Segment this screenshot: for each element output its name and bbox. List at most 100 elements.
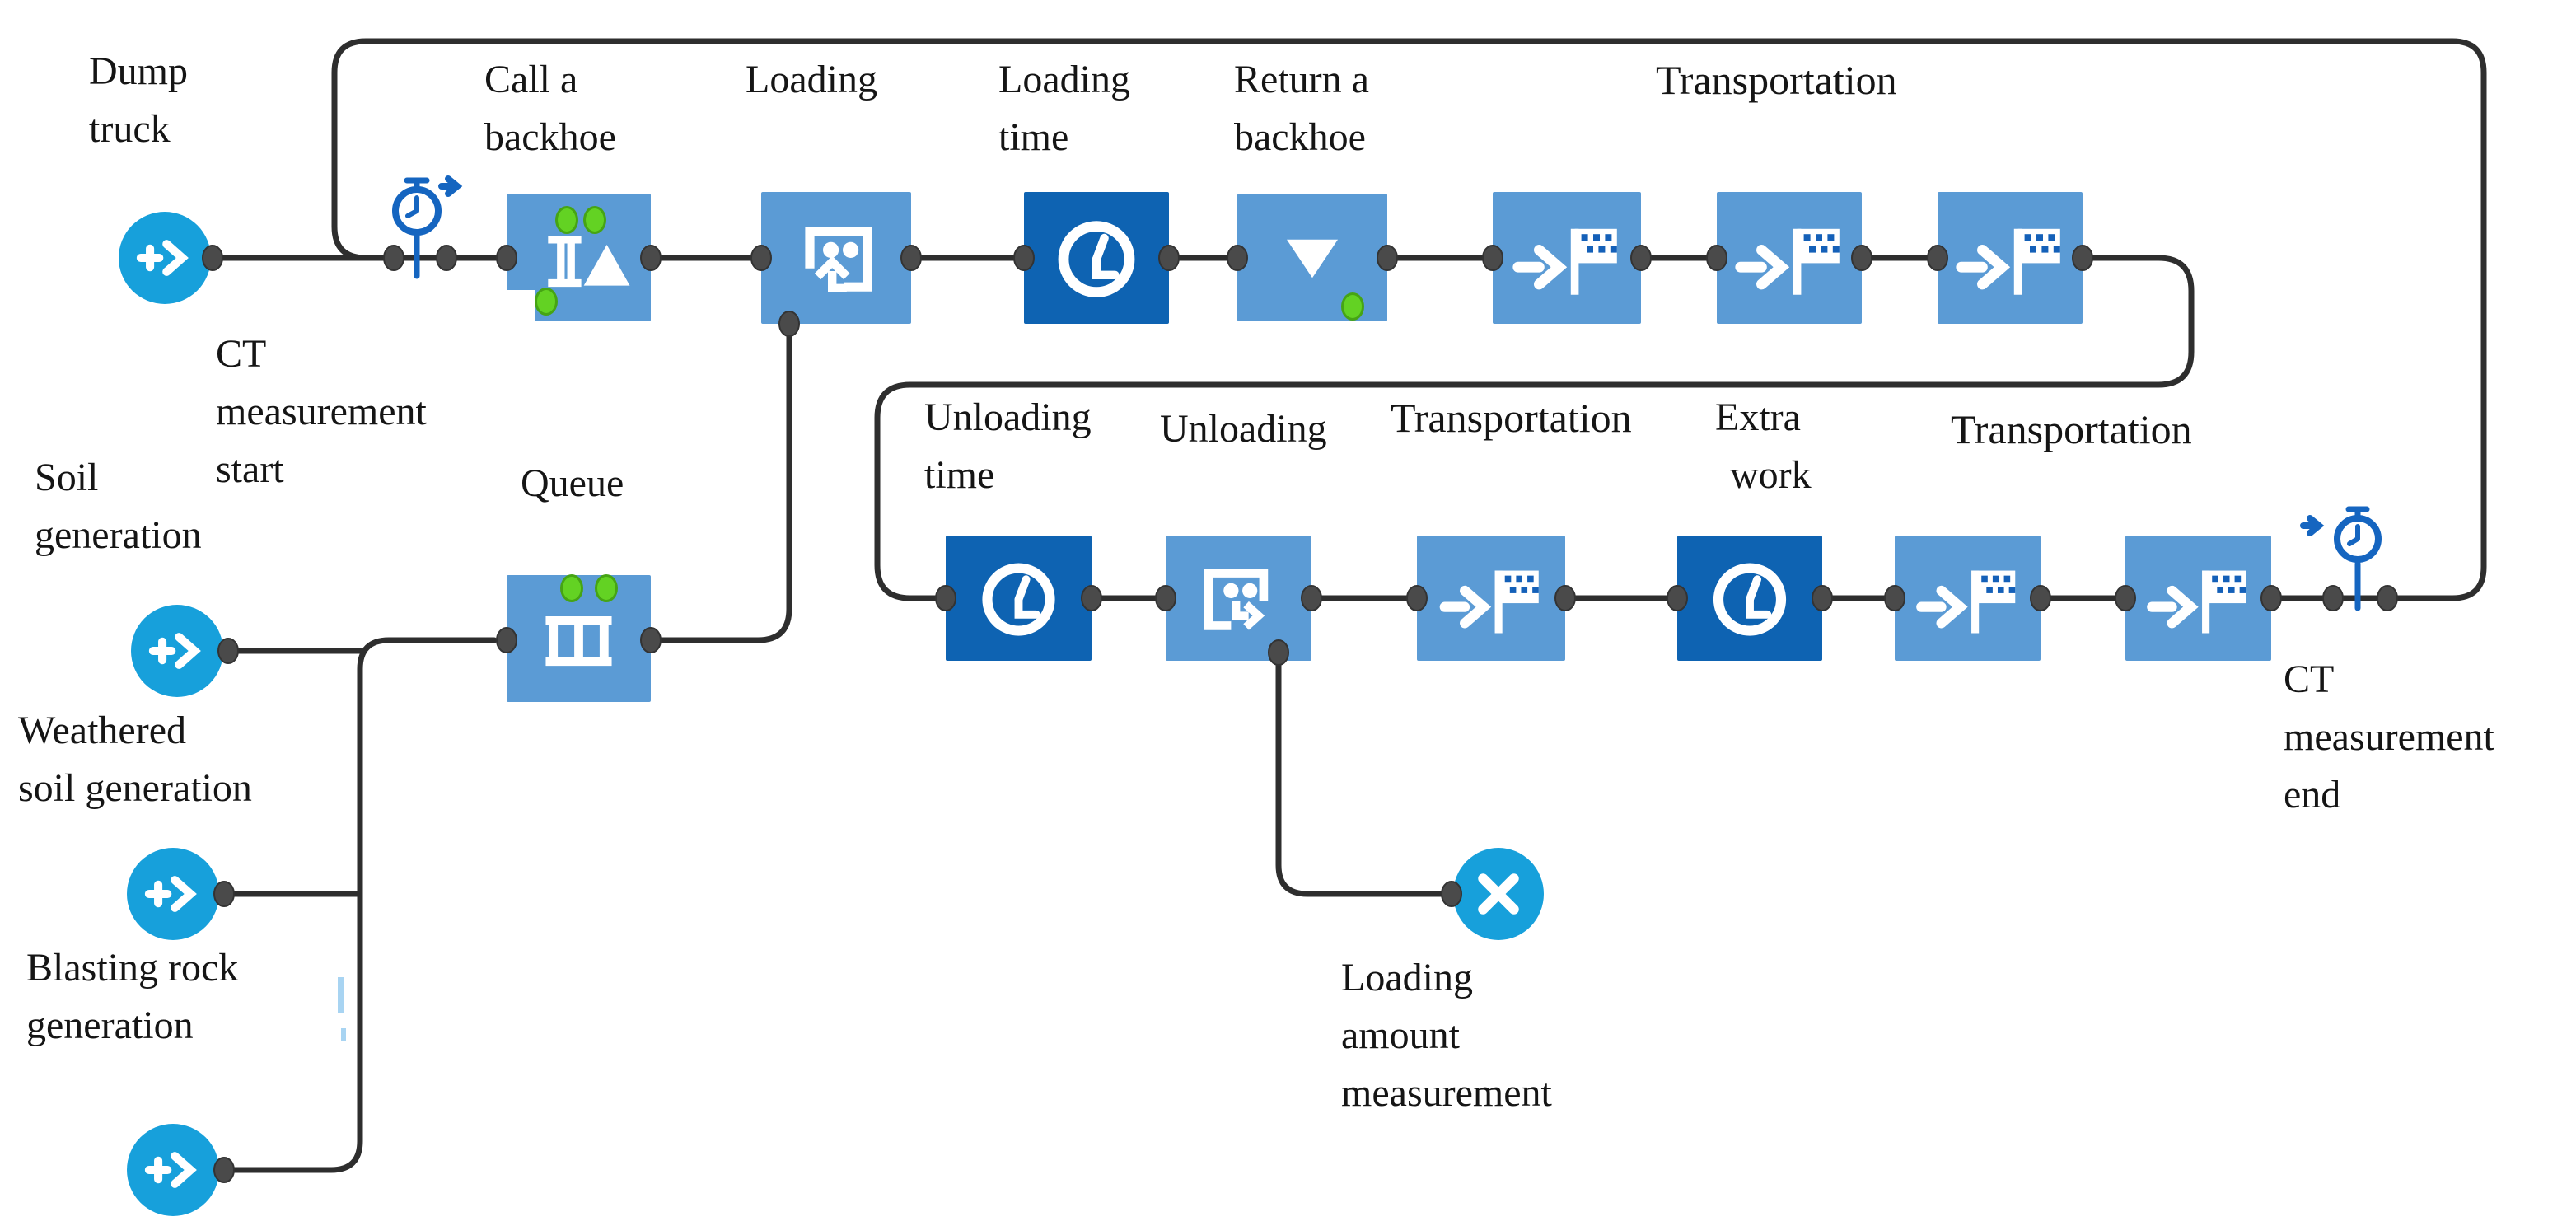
port[interactable] (2377, 585, 2398, 611)
port[interactable] (1013, 245, 1035, 271)
delay-clock-icon (1713, 563, 1787, 636)
status-dot (583, 206, 606, 234)
seize-icon (548, 236, 630, 288)
port[interactable] (1227, 245, 1248, 271)
delay-clock-icon (982, 563, 1055, 636)
node-weathered-soil-generation[interactable] (127, 848, 219, 940)
port[interactable] (217, 638, 239, 664)
status-dot (535, 288, 558, 316)
port[interactable] (2072, 245, 2093, 271)
block-unloading-time[interactable] (946, 536, 1092, 661)
move-to-icon (2147, 570, 2246, 634)
block-loading[interactable] (761, 192, 911, 324)
time-measure-end-icon[interactable] (2297, 493, 2420, 615)
port[interactable] (496, 245, 517, 271)
port[interactable] (213, 1157, 235, 1183)
seize-notch (507, 290, 535, 321)
block-transportation-2[interactable] (1717, 192, 1862, 324)
cursor-artifact (341, 1028, 346, 1041)
port[interactable] (1554, 585, 1576, 611)
port[interactable] (1482, 245, 1503, 271)
connector-source-bus[interactable] (221, 637, 498, 1173)
block-transportation-6[interactable] (2125, 536, 2271, 661)
port[interactable] (2030, 585, 2051, 611)
connector-row1-to-row2[interactable] (874, 255, 2195, 601)
cursor-artifact (338, 977, 344, 1013)
port[interactable] (383, 245, 404, 271)
port[interactable] (1927, 245, 1948, 271)
port[interactable] (1884, 585, 1905, 611)
port[interactable] (1851, 245, 1872, 271)
connector-unloading-to-sink[interactable] (1275, 649, 1455, 897)
queue-icon (545, 616, 612, 667)
port[interactable] (436, 245, 457, 271)
connector-queue-to-loading[interactable] (648, 321, 792, 643)
port[interactable] (640, 245, 662, 271)
port[interactable] (1155, 585, 1176, 611)
port[interactable] (2260, 585, 2282, 611)
status-dot (595, 574, 618, 602)
block-transportation-3[interactable] (1938, 192, 2083, 324)
resource-triangle (583, 245, 630, 286)
dropoff-icon (1204, 569, 1269, 630)
port[interactable] (1377, 245, 1398, 271)
block-transportation-5[interactable] (1895, 536, 2041, 661)
time-measure-start-icon[interactable] (367, 158, 474, 282)
port[interactable] (1667, 585, 1688, 611)
node-dump-truck[interactable] (119, 212, 211, 304)
port[interactable] (2322, 585, 2344, 611)
block-unloading[interactable] (1166, 536, 1311, 661)
move-to-icon (1916, 570, 2016, 634)
pickup-icon (805, 227, 872, 292)
source-icon (136, 240, 189, 276)
label-transportation-top: Transportation (1656, 57, 1897, 103)
node-blasting-rock-generation[interactable] (127, 1124, 219, 1216)
port[interactable] (750, 245, 772, 271)
port[interactable] (496, 627, 517, 653)
port[interactable] (1158, 245, 1180, 271)
port[interactable] (213, 881, 235, 907)
port[interactable] (1081, 585, 1102, 611)
status-dot (560, 574, 583, 602)
source-icon (148, 633, 201, 669)
label-transportation-mid: Transportation (1391, 395, 1632, 441)
port[interactable] (202, 245, 223, 271)
block-transportation-1[interactable] (1493, 192, 1641, 324)
status-dot (555, 206, 578, 234)
port[interactable] (935, 585, 956, 611)
node-soil-generation[interactable] (131, 605, 223, 697)
block-transportation-4[interactable] (1417, 536, 1565, 661)
connector-row2-and-loop[interactable] (331, 38, 2487, 601)
block-extra-work[interactable] (1677, 536, 1822, 661)
port[interactable] (1706, 245, 1727, 271)
port[interactable] (1268, 639, 1289, 666)
port[interactable] (1630, 245, 1652, 271)
port[interactable] (1812, 585, 1833, 611)
release-icon (1287, 239, 1338, 278)
port[interactable] (900, 245, 922, 271)
node-loading-amount-measurement[interactable] (1453, 848, 1544, 940)
port[interactable] (1406, 585, 1428, 611)
port[interactable] (1441, 881, 1462, 907)
block-loading-time[interactable] (1024, 192, 1169, 324)
port[interactable] (778, 311, 800, 337)
port[interactable] (1301, 585, 1322, 611)
port[interactable] (640, 627, 662, 653)
delay-clock-icon (1058, 221, 1135, 297)
port[interactable] (2115, 585, 2136, 611)
status-dot (1341, 292, 1364, 321)
label-loading: Loading (746, 58, 877, 101)
label-unloading: Unloading (1160, 407, 1327, 451)
move-to-icon (1512, 228, 1617, 295)
move-to-icon (1439, 570, 1539, 634)
